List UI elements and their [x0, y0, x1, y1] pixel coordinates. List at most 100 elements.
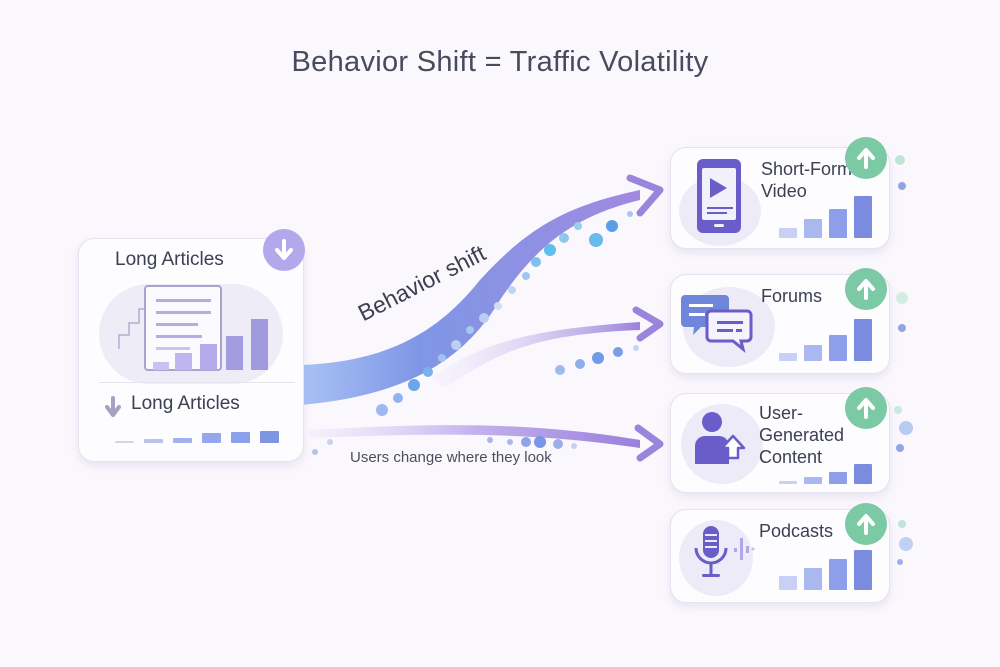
bar: [829, 472, 847, 484]
particle-dot: [376, 404, 388, 416]
particle-dot: [575, 359, 585, 369]
label-line-2: Video: [761, 181, 807, 201]
particle-dot: [531, 257, 541, 267]
particle-dot: [534, 436, 546, 448]
bar: [202, 433, 221, 443]
bar: [804, 219, 822, 238]
particle-dot: [896, 444, 904, 452]
arrow-up-icon: [857, 514, 875, 535]
arrow-down-small-icon: [105, 396, 121, 417]
particle-dot: [898, 182, 906, 190]
particle-dot: [438, 354, 446, 362]
particle-dot: [589, 233, 603, 247]
trend-down-badge: [263, 229, 305, 271]
particle-dot: [423, 367, 433, 377]
particle-dot: [899, 421, 913, 435]
arrow-up-icon: [857, 279, 875, 300]
particle-dot: [327, 439, 333, 445]
particle-dot: [553, 439, 563, 449]
particle-dot: [479, 313, 489, 323]
particle-dot: [521, 437, 531, 447]
particle-dot: [487, 437, 493, 443]
particle-dot: [899, 537, 913, 551]
document-chart-icon: [118, 285, 268, 371]
particle-dot: [466, 326, 474, 334]
target-label: Podcasts: [759, 521, 834, 541]
bar: [173, 437, 192, 443]
bar: [231, 432, 250, 443]
trend-up-badge: [845, 137, 887, 179]
particle-dot: [898, 324, 906, 332]
user-upload-icon: [695, 412, 746, 464]
label-line-3: Content: [759, 447, 823, 467]
particle-dot: [894, 406, 902, 414]
label-line-1: Short-Form: [761, 159, 853, 179]
bar: [260, 431, 279, 443]
source-subtitle: Long Articles: [131, 393, 240, 414]
bar: [144, 439, 163, 443]
card-divider: [99, 382, 295, 383]
label-line-2: Generated: [759, 425, 845, 445]
arrow-down-icon: [275, 239, 293, 260]
particle-dot: [896, 292, 908, 304]
bar: [779, 576, 797, 590]
particle-dot: [571, 443, 577, 449]
particle-dot: [897, 559, 903, 565]
particle-dot: [613, 347, 623, 357]
growth-bar-chart: [779, 196, 872, 238]
particle-dot: [898, 520, 906, 528]
main-arrowhead: [626, 174, 664, 217]
target-label: User- Generated Content: [759, 402, 844, 468]
growth-bar-chart: [779, 464, 872, 484]
arrow-up-icon: [857, 398, 875, 419]
trend-up-badge: [845, 387, 887, 429]
bar: [115, 441, 134, 443]
particle-dot: [494, 302, 502, 310]
smartphone-video-icon: [697, 159, 741, 233]
bar: [779, 352, 797, 361]
low-flow-arrow: [310, 425, 640, 448]
particle-dot: [393, 393, 403, 403]
label-line-1: User-: [759, 403, 803, 423]
particle-dot: [627, 211, 633, 217]
source-card-long-articles: Long Articles Long Articles: [78, 238, 304, 462]
low-arrowhead: [634, 424, 664, 462]
arrow-up-icon: [857, 148, 875, 169]
microphone-icon: [694, 526, 755, 577]
bar: [779, 227, 797, 238]
particle-dot: [408, 379, 420, 391]
bar: [804, 568, 822, 590]
bar: [829, 334, 847, 361]
caption: Users change where they look: [350, 449, 552, 466]
mid-arrowhead: [632, 306, 664, 342]
bar: [854, 550, 872, 590]
bar: [854, 464, 872, 484]
source-title: Long Articles: [115, 249, 224, 270]
mid-flow-arrow: [430, 322, 640, 388]
particle-dot: [544, 244, 556, 256]
particle-dot: [555, 365, 565, 375]
bar: [779, 481, 797, 484]
target-label: Forums: [761, 286, 823, 306]
page-title: Behavior Shift = Traffic Volatility: [291, 46, 709, 78]
bar: [829, 558, 847, 590]
target-card-short-form-video: Short-Form Video: [670, 147, 890, 249]
particle-dot: [312, 449, 318, 455]
particle-dot: [559, 233, 569, 243]
growth-bar-chart: [779, 319, 872, 361]
bar: [854, 319, 872, 361]
particle-dot: [633, 345, 639, 351]
particle-dot: [451, 340, 461, 350]
particle-dot: [574, 222, 582, 230]
bar: [804, 477, 822, 484]
bar: [829, 208, 847, 238]
bar: [804, 345, 822, 361]
bar: [854, 196, 872, 238]
chat-bubbles-icon: [681, 295, 753, 353]
particle-dot: [895, 155, 905, 165]
target-label: Short-Form Video: [761, 158, 852, 202]
particle-dot: [522, 272, 530, 280]
trend-up-badge: [845, 268, 887, 310]
particle-dot: [507, 439, 513, 445]
